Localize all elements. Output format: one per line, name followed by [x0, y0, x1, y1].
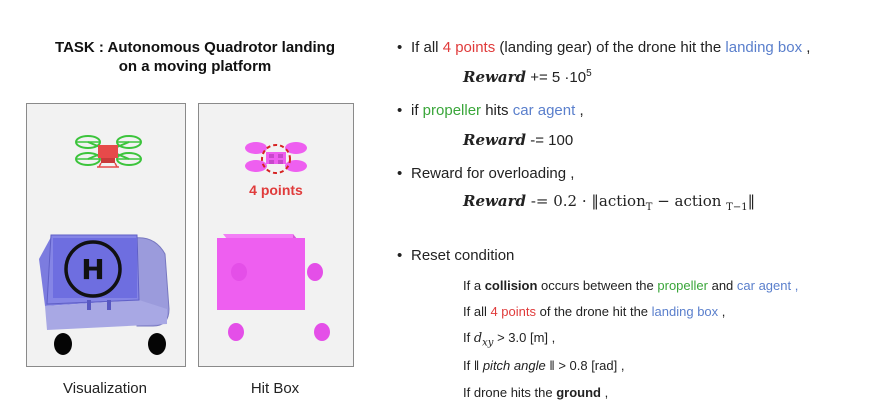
points-highlight: 4 points [490, 304, 537, 319]
text: , [575, 102, 584, 119]
text: > 3.0 [m] , [493, 330, 556, 345]
reward-minus-action: − action [652, 192, 727, 210]
points-highlight: 4 points [442, 39, 496, 56]
bullet-landing-reward: • If all 4 points (landing gear) of the d… [397, 39, 810, 56]
text: ‖ > 0.8 [rad] , [545, 358, 625, 373]
reward-keyword: Reward [463, 131, 527, 149]
subscript-t-minus-1: T−1 [726, 202, 748, 213]
task-title: TASK : Autonomous Quadrotor landing on a… [30, 38, 360, 76]
reward-keyword: Reward [463, 68, 527, 86]
text: If a [463, 278, 485, 293]
text: If drone hits the [463, 385, 557, 400]
visualization-panel: H [26, 103, 186, 367]
text: If all [463, 304, 491, 319]
pitch-angle-variable: pitch angle [482, 358, 546, 373]
text: , [601, 385, 609, 400]
text: If ‖ [463, 358, 483, 373]
reset-condition-landing: If all 4 points of the drone hit the lan… [463, 304, 725, 319]
reset-condition-pitch: If ‖ pitch angle ‖ > 0.8 [rad] , [463, 358, 624, 373]
norm-close: ‖ [747, 192, 756, 210]
hitbox-panel: 4 points [198, 103, 354, 367]
bullet-dot: • [397, 102, 403, 119]
reward-keyword: Reward [463, 192, 527, 210]
reward-operation: -= 100 [526, 132, 574, 149]
reward-formula-overloading: Reward -= 0.2 · ‖actionT − action T−1‖ [463, 192, 755, 213]
visualization-illustration: H [39, 135, 170, 355]
text: hits [481, 102, 513, 119]
reward-formula-landing: Reward += 5 ·105 [463, 68, 592, 86]
collision-bold: collision [484, 278, 538, 293]
visualization-caption: Visualization [63, 380, 147, 397]
text: and [707, 278, 737, 293]
bullet-overloading: • Reward for overloading , [397, 165, 574, 182]
propeller-highlight: propeller [657, 278, 708, 293]
reset-condition-ground: If drone hits the ground , [463, 385, 608, 400]
subscript-t: T [645, 202, 653, 213]
car-agent-highlight: car agent [512, 102, 576, 119]
bullet-dot: • [397, 247, 403, 264]
text: of the drone hit the [536, 304, 652, 319]
reset-condition-collision: If a collision occurs between the propel… [463, 278, 798, 293]
hitbox-car [217, 234, 330, 341]
car-agent-highlight: car agent [736, 278, 792, 293]
text: Reset condition [411, 247, 515, 264]
propeller-highlight: propeller [422, 102, 482, 119]
text: , [802, 39, 811, 56]
task-title-line1: TASK : Autonomous Quadrotor landing [55, 39, 335, 56]
reward-exponent: 5 [586, 68, 592, 79]
text: If all [411, 39, 443, 56]
reward-formula-propeller: Reward -= 100 [463, 131, 573, 149]
text: occurs between the [537, 278, 658, 293]
bullet-propeller-penalty: • if propeller hits car agent , [397, 102, 584, 119]
car-platform-illustration: H [39, 234, 170, 355]
hitbox-4-points-label: 4 points [249, 182, 303, 198]
landing-box-highlight: landing box [725, 39, 803, 56]
text: (landing gear) of the drone hit the [495, 39, 726, 56]
bullet-dot: • [397, 165, 403, 182]
reset-condition-distance: If dxy > 3.0 [m] , [463, 330, 555, 349]
platform-h-symbol: H [81, 253, 104, 286]
text: , [718, 304, 726, 319]
drone-illustration [75, 135, 142, 168]
hitbox-illustration: 4 points [217, 142, 330, 341]
task-title-line2: on a moving platform [118, 58, 272, 75]
text: Reward for overloading , [411, 165, 575, 182]
reward-operation: += 5 ·10 [526, 69, 587, 86]
landing-box-highlight: landing box [651, 304, 719, 319]
reward-operation: -= 0.2 · ‖action [526, 192, 646, 210]
distance-subscript: xy [482, 337, 494, 349]
hitbox-drone [245, 142, 307, 174]
bullet-reset-condition: • Reset condition [397, 247, 514, 264]
bullet-dot: • [397, 39, 403, 56]
distance-variable: d [473, 331, 483, 346]
text: , [791, 278, 799, 293]
hitbox-caption: Hit Box [250, 380, 300, 397]
text: If [463, 330, 474, 345]
text: if [411, 102, 423, 119]
ground-bold: ground [556, 385, 601, 400]
